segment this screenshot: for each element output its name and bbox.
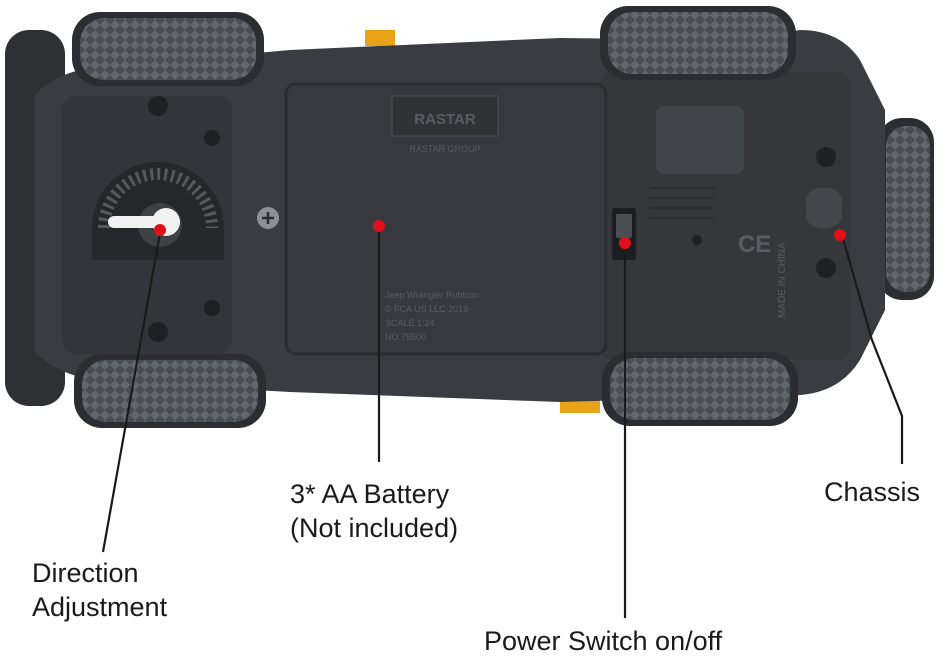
ce-mark: CE [738,231,771,258]
brand-subtitle: RASTAR GROUP [409,144,480,154]
dial-knob-indicator [108,216,166,228]
molded-text-3: SCALE 1:24 [385,318,435,328]
wheel-rear-bottom [602,352,798,426]
callout-chassis: Chassis [824,475,920,509]
brand-plate [391,95,499,137]
rear-housing [656,106,744,174]
ventilation-ribs [650,187,715,219]
molded-text-1: Jeep Wrangler Rubicon [385,290,479,300]
callout-battery-line1: 3* AA Battery [290,479,450,509]
callout-lines [101,226,904,618]
callout-power-label: Power Switch on/off [484,626,723,656]
callout-battery-line2: (Not included) [290,513,459,543]
leader-line-direction [101,232,162,553]
direction-dial [92,162,224,260]
battery-cover [284,82,608,356]
callout-direction-adjustment: Direction Adjustment [32,556,167,624]
made-in-label: MADE IN CHINA [777,242,788,318]
marker-direction [154,224,166,236]
callout-direction-line1: Direction [32,558,139,588]
brand-logo: RASTAR [414,111,476,128]
wheel-front-bottom [74,354,266,428]
tow-hook [806,188,842,228]
callout-chassis-label: Chassis [824,477,921,507]
screw-icon [257,207,279,229]
marker-battery [373,220,385,232]
spare-tire [878,118,934,300]
molded-text-2: © FCA US LLC 2019 [385,304,468,314]
red-markers [154,220,846,249]
callout-power-switch: Power Switch on/off [484,624,722,658]
power-switch [612,208,636,260]
leader-line-chassis [840,234,904,464]
mounting-holes [148,96,836,342]
wheel-front-top [72,12,264,86]
callout-battery: 3* AA Battery (Not included) [290,477,458,545]
molded-text-4: NO.79500 [385,332,426,342]
marker-power [619,237,631,249]
marker-chassis [834,229,846,241]
wheel-rear-top [600,6,796,80]
callout-direction-line2: Adjustment [32,592,168,622]
